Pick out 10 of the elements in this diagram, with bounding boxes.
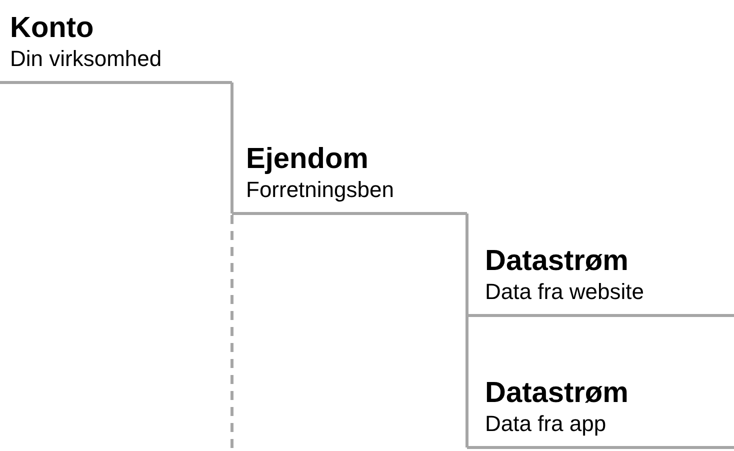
level-title: Ejendom xyxy=(246,142,370,176)
level-title: Datastrøm xyxy=(485,244,630,278)
level-description: Data fra website xyxy=(485,278,645,306)
level-description: Din virksomhed xyxy=(10,45,163,73)
dashed-connector xyxy=(230,215,234,450)
level-description: Data fra app xyxy=(485,410,608,438)
connector-line xyxy=(230,82,234,215)
level-title: Konto xyxy=(10,11,95,45)
level-title: Datastrøm xyxy=(485,376,630,410)
level-description: Forretningsben xyxy=(246,176,395,204)
